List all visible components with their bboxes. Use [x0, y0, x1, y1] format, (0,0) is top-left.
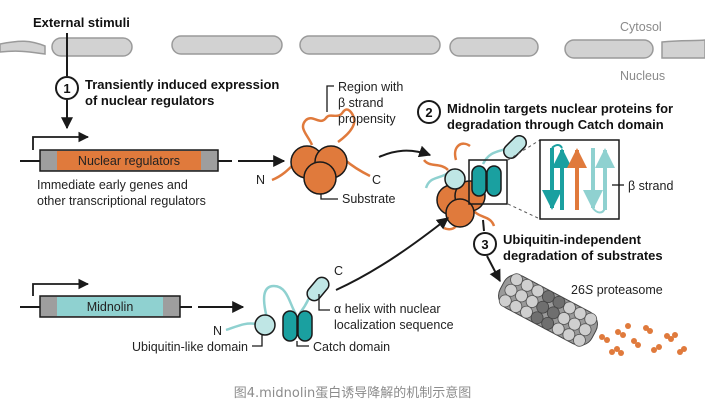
catch-domain-label: Catch domain — [313, 340, 390, 354]
nuclear-regulators-label: Nuclear regulators — [78, 154, 180, 168]
iegs-label-line2: other transcriptional regulators — [37, 194, 206, 208]
region-label-line3: propensity — [338, 112, 396, 126]
helix-label-line2: localization sequence — [334, 318, 454, 332]
step-1-title-line1: Transiently induced expression — [85, 77, 279, 92]
degradation-arrow-top — [482, 219, 485, 232]
step-2-title-line1: Midnolin targets nuclear proteins for — [447, 101, 673, 116]
nucleus-label: Nucleus — [620, 69, 665, 83]
substrate-label: Substrate — [342, 192, 396, 206]
proteasome — [498, 273, 598, 347]
degradation-arrow — [486, 255, 501, 283]
step-1-title-line2: of nuclear regulators — [85, 93, 214, 108]
nuclear-regulators-gene: Nuclear regulators — [20, 131, 232, 172]
svg-text:3: 3 — [481, 237, 488, 252]
peptide-fragments — [599, 323, 687, 356]
svg-text:2: 2 — [425, 105, 432, 120]
midnolin-protein — [225, 276, 330, 342]
midnolin-c-label: C — [334, 264, 343, 278]
region-leader — [326, 85, 334, 112]
substrate-leader — [320, 194, 338, 200]
substrate-protein — [271, 108, 371, 195]
binding-arrow — [378, 145, 432, 158]
iegs-label-line1: Immediate early genes and — [37, 178, 188, 192]
step-3-title-line1: Ubiquitin-independent — [503, 232, 642, 247]
ubl-domain-label: Ubiquitin-like domain — [132, 340, 248, 354]
ubl-leader — [252, 335, 263, 347]
beta-strand-label: β strand — [628, 179, 673, 193]
figure-caption: 图4.midnolin蛋白诱导降解的机制示意图 — [233, 386, 472, 401]
midnolin-substrate-complex — [423, 135, 527, 231]
midnolin-n-label: N — [213, 324, 222, 338]
nuclear-membrane — [0, 35, 705, 59]
step-2-badge: 2 — [417, 100, 441, 124]
zoom-line-top — [507, 139, 541, 161]
beta-strand-inset — [539, 139, 620, 220]
zoom-line-bottom — [507, 203, 541, 220]
region-label-line1: Region with — [338, 80, 403, 94]
catch-leader — [296, 341, 309, 347]
midnolin-gene: Midnolin — [20, 278, 192, 318]
step-2-title-line2: degradation through Catch domain — [447, 117, 664, 132]
external-stimuli-label: External stimuli — [33, 15, 130, 30]
step-3-badge: 3 — [473, 232, 497, 256]
helix-label-line1: α helix with nuclear — [334, 302, 441, 316]
proteasome-label: 26S proteasome — [571, 283, 663, 297]
midnolin-binding-arrow — [335, 217, 449, 291]
step-1-badge: 1 — [55, 76, 79, 100]
substrate-c-label: C — [372, 173, 381, 187]
midnolin-gene-label: Midnolin — [87, 300, 134, 314]
step-3-title-line2: degradation of substrates — [503, 248, 663, 263]
substrate-n-label: N — [256, 173, 265, 187]
cytosol-label: Cytosol — [620, 20, 662, 34]
region-label-line2: β strand — [338, 96, 383, 110]
helix-leader — [318, 294, 330, 311]
svg-text:1: 1 — [63, 81, 70, 96]
